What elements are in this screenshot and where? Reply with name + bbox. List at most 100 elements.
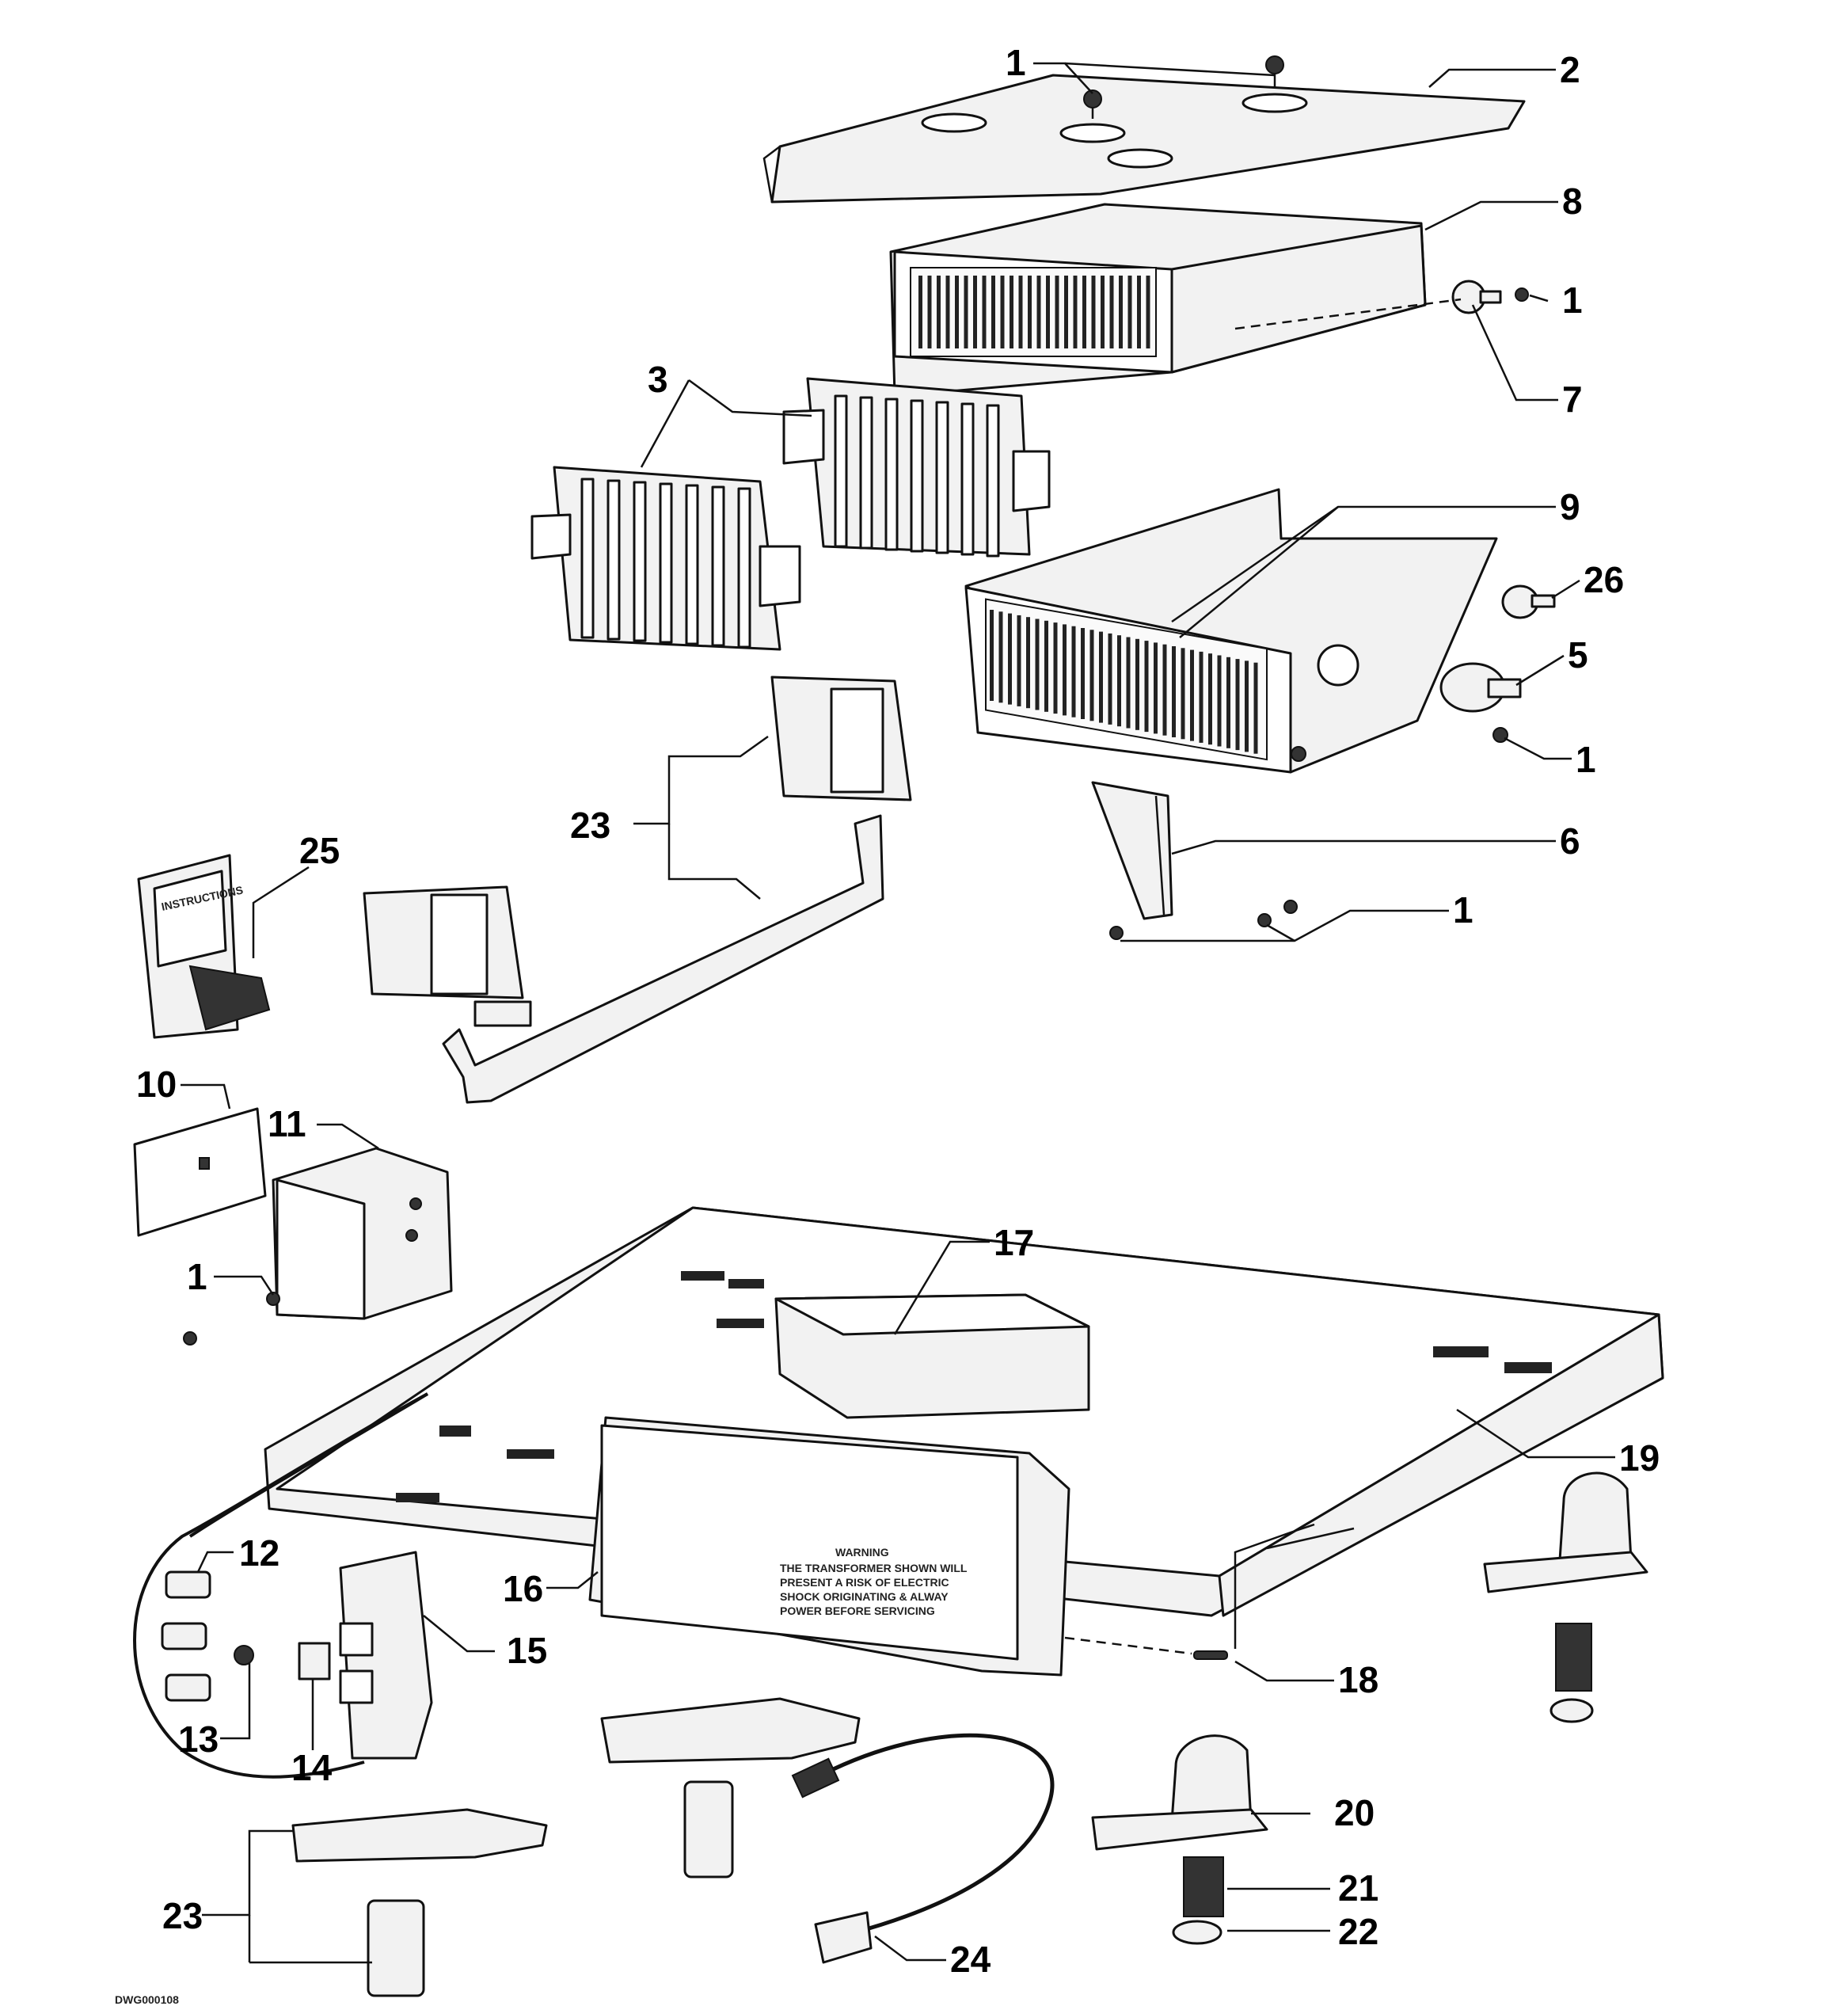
heater-fin [633,481,647,642]
screw-11 [183,1292,280,1346]
grille-slot [1190,649,1194,741]
callout-3: 3 [648,359,668,400]
grille-slot [1089,630,1094,721]
part-bracket-6 [1091,781,1173,920]
callout-6: 6 [1560,820,1580,862]
grille-slot [982,276,987,348]
callout-17: 17 [994,1222,1034,1263]
callout-23-lower: 23 [162,1895,203,1936]
grille-slot [1108,633,1112,725]
grille-slot [1018,276,1023,348]
heater-fin [685,484,699,645]
part-terminal-block-15 [339,1551,433,1760]
heater-fin [659,482,673,644]
callout-7: 7 [1562,379,1583,420]
grille-slot [1162,644,1167,736]
grille-slot [1146,276,1150,348]
part-bracket-23-mid [600,1697,861,1764]
part-block-23-mid [683,1780,734,1878]
grille-slot [1253,662,1258,754]
heater-fin [986,404,1000,558]
callout-22: 22 [1338,1911,1378,1952]
screws-12 [161,1570,211,1702]
grille-slot [1036,276,1041,348]
grille-slot [937,276,941,348]
part-control-box-16 [588,1416,1070,1677]
callout-1-b: 1 [1576,739,1596,780]
callout-1-top: 1 [1006,42,1026,83]
grille-slot [1082,276,1086,348]
heater-fin [935,401,949,554]
callout-1-c: 1 [1453,889,1473,931]
callout-24: 24 [950,1939,991,1980]
part-box-17 [774,1293,1090,1419]
callout-5: 5 [1568,634,1588,676]
part-mounting-rail-23 [442,814,884,1104]
pan-slot [396,1493,439,1502]
callout-16: 16 [503,1568,543,1609]
grille-slot [1073,276,1078,348]
grille-slot [1046,276,1050,348]
heater-fin [910,399,924,553]
callout-1-a: 1 [1562,280,1583,321]
grille-slot [1017,615,1021,706]
grille-slot [1063,624,1067,716]
grille-slot [1181,648,1185,740]
grille-slot [964,276,968,348]
grille-slot [1235,659,1240,751]
part-upper-housing [889,203,1427,398]
warning-title: WARNING [835,1546,889,1559]
part-box-11 [272,1147,453,1320]
part-thermostat-7 [1451,280,1502,314]
part-thermal-fuse-26 [1501,584,1556,619]
leader-lines [181,62,1615,1964]
grille-slot [1053,622,1058,714]
grille-slot [1109,276,1114,348]
warning-line-3: SHOCK ORIGINATING & ALWAY [780,1590,949,1603]
grille-slot [1081,628,1085,719]
leader-dash-18 [1064,1636,1192,1655]
grille-slot [990,610,994,701]
warning-label: WARNING THE TRANSFORMER SHOWN WILL PRESE… [780,1546,968,1617]
callout-9: 9 [1560,486,1580,527]
grille-slot [1000,276,1005,348]
grille-slot [927,276,932,348]
grille-slot [1199,651,1203,743]
callout-26: 26 [1584,559,1624,600]
screw-top-2 [1265,55,1284,87]
grille-slot [1117,635,1121,727]
part-base-pan-slots [396,1271,1552,1502]
grille-slot [1035,619,1040,710]
part-limit-switch-5 [1439,662,1522,713]
heater-fin [834,394,848,548]
pan-slot [1504,1362,1552,1373]
grille-slot [1026,617,1030,709]
grille-slot [1055,276,1059,348]
grille-slot [1028,276,1032,348]
grille-slot [1135,638,1139,730]
heater-fin [580,478,595,639]
heater-fin [606,479,621,641]
pan-slot [439,1426,471,1437]
part-screw-18 [1193,1650,1228,1660]
grille-slot [945,276,950,348]
screw-7 [1515,287,1529,302]
pan-slot [507,1449,554,1459]
grille-slot [1064,276,1068,348]
callout-21: 21 [1338,1867,1378,1909]
detail-circle [133,1392,429,1779]
screws-6 [1109,900,1298,940]
grille-slot [1008,613,1012,705]
heater-fin [859,396,873,550]
grille-slot [1144,641,1149,733]
leader-dash-7 [1234,298,1462,330]
part-foot-20 [1091,1734,1268,1851]
part-top-cover [762,74,1526,204]
grille-slot [1127,276,1132,348]
grille-slot [1137,276,1141,348]
grille-slot [1217,655,1222,747]
pan-slot [717,1319,764,1328]
part-relay-23-upper [770,676,912,801]
callout-10: 10 [136,1064,177,1105]
